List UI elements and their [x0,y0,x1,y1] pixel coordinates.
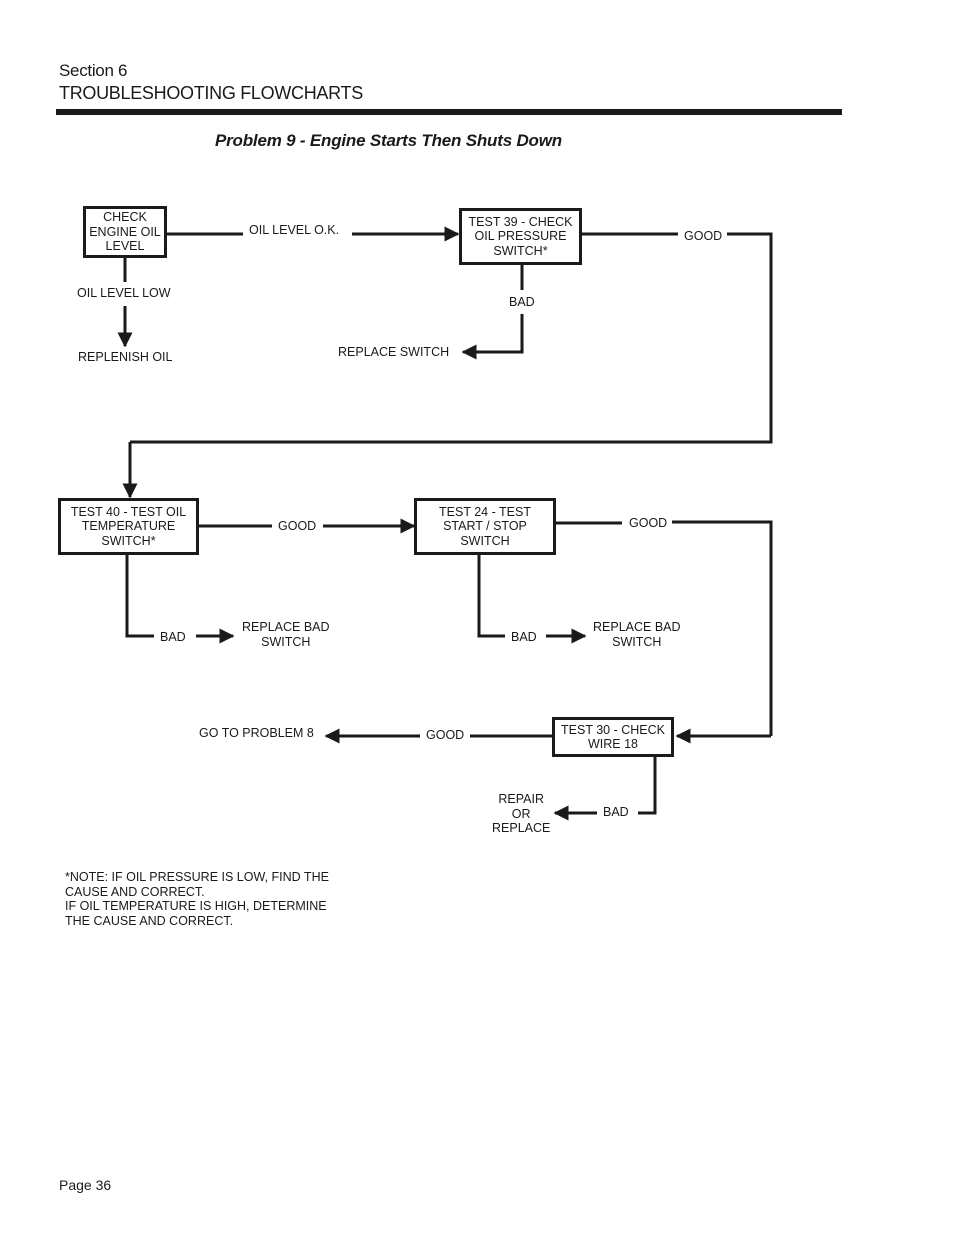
label-t24-good: GOOD [626,516,671,531]
label-t30-good: GOOD [423,728,468,743]
node-test-24: TEST 24 - TEST START / STOP SWITCH [414,498,556,555]
node-check-oil-level: CHECK ENGINE OIL LEVEL [83,206,167,258]
label-goto-problem-8: GO TO PROBLEM 8 [196,726,317,741]
footnote: *NOTE: IF OIL PRESSURE IS LOW, FIND THE … [65,870,329,928]
section-number: Section 6 [59,61,128,80]
connector-t24-good-b [672,520,773,736]
label-oil-low: OIL LEVEL LOW [74,286,174,301]
connector-t24-bad [477,553,505,638]
label-replace-switch: REPLACE SWITCH [335,345,453,360]
label-t39-good: GOOD [681,229,726,244]
label-t40-good: GOOD [275,519,320,534]
label-t24-bad: BAD [508,630,540,645]
label-t24-replace: REPLACE BAD SWITCH [590,620,684,649]
connector-t39-good-b [130,232,773,444]
label-t40-bad: BAD [157,630,189,645]
label-t39-bad: BAD [506,295,538,310]
connector-t40-bad [125,553,154,638]
connector-t30-bad [638,756,657,815]
label-replenish-oil: REPLENISH OIL [75,350,176,365]
label-oil-ok: OIL LEVEL O.K. [246,223,343,238]
section-title: TROUBLESHOOTING FLOWCHARTS [59,83,363,103]
node-test-40: TEST 40 - TEST OIL TEMPERATURE SWITCH* [58,498,199,555]
label-repair-or-replace: REPAIR OR REPLACE [489,792,554,836]
node-test-30: TEST 30 - CHECK WIRE 18 [552,717,674,757]
arrow-t39-bad [461,314,524,360]
header-rule [56,109,842,115]
label-t30-bad: BAD [600,805,632,820]
label-t40-replace: REPLACE BAD SWITCH [239,620,333,649]
problem-title: Problem 9 - Engine Starts Then Shuts Dow… [215,131,562,150]
page-number: Page 36 [59,1177,112,1193]
node-test-39: TEST 39 - CHECK OIL PRESSURE SWITCH* [459,208,582,265]
